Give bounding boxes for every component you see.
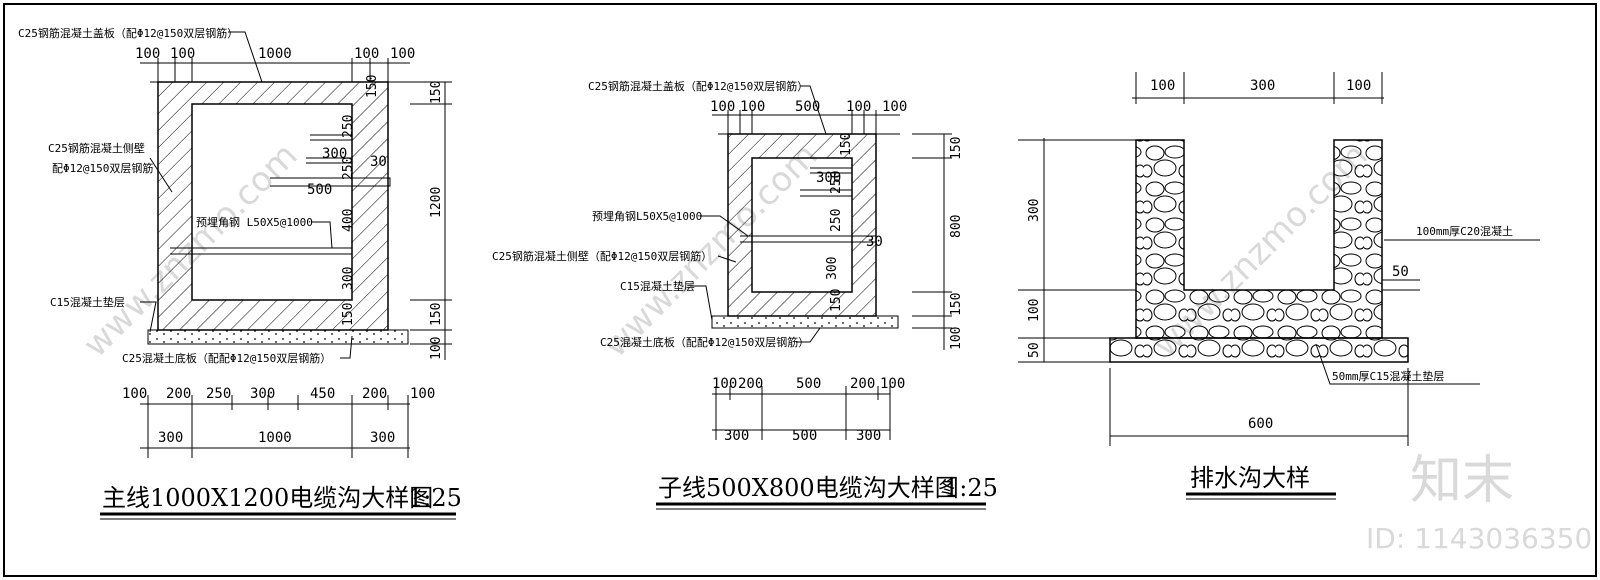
- branch-top-dim-1: 100: [710, 99, 735, 115]
- main-bottom2-dim-2: 1000: [258, 430, 292, 446]
- drain-left-dim-1: 300: [1027, 199, 1042, 222]
- main-side-dim-5: 300: [341, 267, 356, 290]
- main-bottom-dim-1: 100: [122, 386, 147, 402]
- main-top-dim-4: 100: [354, 46, 379, 62]
- drain-title: 排水沟大样: [1190, 464, 1310, 492]
- main-bottom-dim-4: 300: [250, 386, 275, 402]
- main-top-dim-1: 100: [135, 46, 160, 62]
- drain-cushion-label: 50mm厚C15混凝土垫层: [1332, 369, 1444, 383]
- main-angle-bracket-2: [306, 157, 353, 164]
- branch-side-dim-5: 150: [829, 289, 844, 312]
- main-bottom-dim-6: 200: [362, 386, 387, 402]
- main-title: 主线1000X1200电缆沟大样图: [102, 484, 433, 512]
- branch-angle-bracket-1: [810, 167, 853, 174]
- main-right-dim-3: 150: [429, 303, 444, 326]
- branch-top-dim-5: 100: [882, 99, 907, 115]
- branch-top-dim-2: 100: [740, 99, 765, 115]
- main-shelf-dim-1: 300: [322, 146, 347, 162]
- main-bottom-dim-7: 100: [410, 386, 435, 402]
- branch-shelf-dim-2: 30: [866, 234, 883, 250]
- branch-side-dim-4: 300: [825, 257, 840, 280]
- branch-right-dim-1: 150: [949, 137, 964, 160]
- branch-side-dim-1: 150: [839, 133, 854, 156]
- drain-base-layer: [1109, 337, 1409, 363]
- branch-bottom2-dim-2: 500: [792, 428, 817, 444]
- main-right-dim-2: 1200: [429, 187, 444, 218]
- main-side-dim-3: 250: [341, 157, 356, 180]
- branch-cover-label: C25钢筋混凝土盖板（配Φ12@150双层钢筋）: [588, 79, 808, 93]
- branch-right-dim-4: 100: [949, 327, 964, 350]
- main-top-dim-3: 1000: [258, 46, 292, 62]
- main-side-dim-1: 150: [365, 75, 380, 98]
- branch-angle-bracket-2: [800, 189, 853, 197]
- main-cushion-label: C15混凝土垫层: [50, 295, 125, 309]
- drain-top-dim-2: 300: [1250, 78, 1275, 94]
- branch-right-dim-3: 150: [949, 293, 964, 316]
- main-bottom-dim-5: 450: [310, 386, 335, 402]
- branch-title: 子线500X800电缆沟大样图: [658, 474, 959, 502]
- branch-trench-drawing: 100 100 500 100 100 150 250 250 300 150 …: [492, 79, 998, 510]
- main-scale: 1:25: [408, 484, 462, 512]
- branch-bottom2-dim-1: 300: [724, 428, 749, 444]
- branch-shelf-dim-1: 300: [816, 170, 841, 186]
- main-cushion-layer: [147, 329, 409, 345]
- main-bottom2-dim-1: 300: [158, 430, 183, 446]
- drain-bottom-dim: 600: [1248, 416, 1273, 432]
- drain-concrete-label: 100mm厚C20混凝土: [1416, 224, 1513, 238]
- main-top-dim-2: 100: [170, 46, 195, 62]
- main-shelf-dim-2: 500: [307, 182, 332, 198]
- branch-bottom-dim-3: 500: [796, 376, 821, 392]
- branch-wall-label: C25钢筋混凝土侧壁（配Φ12@150双层钢筋）: [492, 249, 712, 263]
- branch-bottom-dim-1: 100: [712, 376, 737, 392]
- drain-left-dim-3: 50: [1027, 342, 1042, 358]
- main-side-dim-2: 250: [341, 115, 356, 138]
- main-side-dim-6: 150: [341, 303, 356, 326]
- sheet-frame: [3, 3, 1597, 577]
- main-bottom-dim-3: 250: [206, 386, 231, 402]
- branch-cushion-label: C15混凝土垫层: [620, 279, 695, 293]
- drain-top-dim-1: 100: [1150, 78, 1175, 94]
- branch-side-dim-3: 250: [829, 209, 844, 232]
- main-right-dim-1: 150: [429, 81, 444, 104]
- main-bottom2-dim-3: 300: [370, 430, 395, 446]
- branch-side-dim-2: 250: [829, 171, 844, 194]
- drain-top-dim-3: 100: [1346, 78, 1371, 94]
- branch-base-label: C25混凝土底板（配配Φ12@150双层钢筋）: [600, 335, 809, 349]
- main-cover-label: C25钢筋混凝土盖板（配Φ12@150双层钢筋）: [18, 26, 238, 40]
- main-base-label: C25混凝土底板（配配Φ12@150双层钢筋）: [122, 351, 331, 365]
- branch-angle-bracket-3: [740, 235, 877, 243]
- drain-left-dim-2: 100: [1027, 299, 1042, 322]
- main-right-dim-4: 100: [429, 337, 444, 360]
- branch-cushion-layer: [711, 315, 899, 329]
- branch-bottom-dim-2: 200: [738, 376, 763, 392]
- branch-top-dim-3: 500: [795, 99, 820, 115]
- branch-scale: 1:25: [944, 474, 998, 502]
- branch-angle-label: 预埋角钢L50X5@1000: [592, 210, 702, 223]
- main-shelf-dim-3: 30: [370, 154, 387, 170]
- drain-drawing: 100 300 100 300 100 50 100mm厚C20混凝土 50 5…: [1018, 72, 1540, 500]
- main-side-dim-4: 400: [341, 209, 356, 232]
- main-angle-bracket-1: [310, 134, 353, 141]
- branch-top-dim-4: 100: [846, 99, 871, 115]
- branch-right-dim-2: 800: [949, 215, 964, 238]
- main-trench-drawing: 100 100 1000 100 100 150 250 250 400 300…: [18, 26, 462, 520]
- watermark-id: ID: 1143036350: [1366, 522, 1592, 555]
- main-angle-bracket-4: [170, 247, 353, 255]
- main-angle-bracket-3: [270, 177, 391, 187]
- main-wall-label-1: C25钢筋混凝土侧壁: [48, 141, 145, 155]
- branch-bottom-dim-4: 200: [850, 376, 875, 392]
- main-top-dim-5: 100: [390, 46, 415, 62]
- watermark-brand: 知末: [1410, 451, 1514, 511]
- branch-bottom-dim-5: 100: [880, 376, 905, 392]
- main-bottom-dim-2: 200: [166, 386, 191, 402]
- drain-gap-dim: 50: [1392, 264, 1409, 280]
- branch-bottom2-dim-3: 300: [856, 428, 881, 444]
- main-wall-label-2: 配Φ12@150双层钢筋: [52, 161, 153, 175]
- main-angle-label: 预埋角钢 L50X5@1000: [196, 216, 313, 229]
